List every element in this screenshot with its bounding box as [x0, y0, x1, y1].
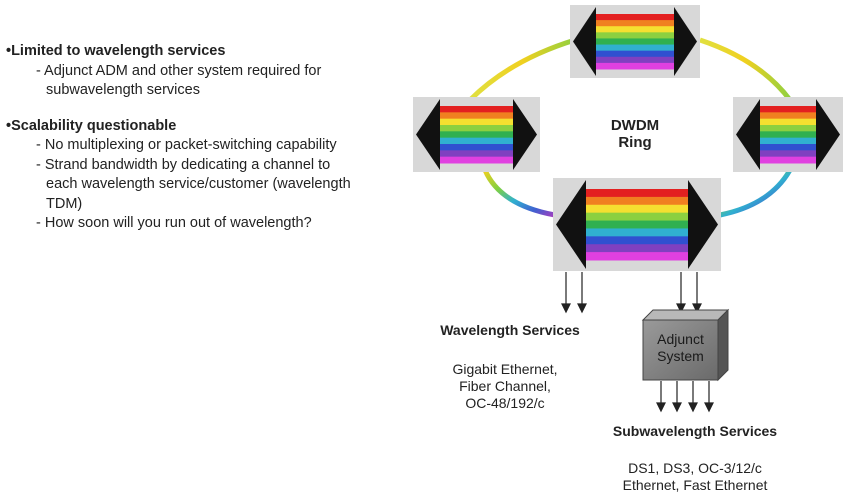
wavelength-stripe	[440, 125, 513, 132]
ring-arc-top-right	[699, 37, 792, 102]
wavelength-stripe	[586, 220, 688, 229]
wdm-node-right	[733, 97, 843, 172]
wavelength-stripe	[596, 50, 674, 58]
wavelength-stripe	[440, 131, 513, 139]
wavelength-stripe	[586, 212, 688, 222]
wavelength-services-list: Gigabit Ethernet, Fiber Channel, OC-48/1…	[440, 361, 570, 412]
wavelength-stripe	[760, 112, 816, 120]
adjunct-label-line: Adjunct	[657, 331, 704, 347]
wavelength-service-item: Gigabit Ethernet,	[452, 361, 558, 377]
bullet-list: Limited to wavelength services - Adjunct…	[6, 42, 351, 250]
wavelength-stripe	[586, 236, 688, 245]
node-right-triangle	[688, 180, 718, 269]
wavelength-stripe	[596, 44, 674, 52]
wavelength-stripe	[586, 228, 688, 237]
wavelength-stripe	[760, 156, 816, 164]
wavelength-stripe	[596, 62, 674, 70]
wavelength-stripe	[596, 20, 674, 27]
wavelength-stripe	[596, 56, 674, 64]
ring-arc-bottom-right	[719, 168, 793, 218]
node-right-triangle	[674, 7, 697, 76]
adjunct-input-arrows	[676, 272, 702, 314]
bullet-heading: Scalability questionable	[6, 117, 351, 137]
wavelength-stripe	[440, 112, 513, 120]
bullet-heading: Limited to wavelength services	[6, 42, 351, 62]
wdm-node-left	[413, 97, 540, 172]
wavelength-stripe	[440, 156, 513, 164]
node-left-triangle	[573, 7, 596, 76]
wdm-node-bottom	[553, 178, 721, 271]
bullet-sub-item: - Strand bandwidth by dedicating a chann…	[36, 156, 351, 212]
wavelength-stripe	[596, 32, 674, 39]
bullet-group-scalability: Scalability questionable - No multiplexi…	[6, 117, 351, 234]
wavelength-stripe	[760, 125, 816, 132]
wavelength-stripe	[760, 131, 816, 139]
subwavelength-services-list: DS1, DS3, OC-3/12/c Ethernet, Fast Ether…	[595, 460, 795, 494]
ring-arc-top-left	[468, 37, 576, 102]
subwavelength-services-title: Subwavelength Services	[612, 423, 778, 439]
subwavelength-service-item: Ethernet, Fast Ethernet	[622, 477, 768, 493]
wavelength-stripe	[440, 137, 513, 145]
ring-label-line: Ring	[618, 134, 652, 151]
wavelength-stripe	[586, 204, 688, 214]
wavelength-service-item: Fiber Channel,	[459, 378, 551, 394]
ring-arc-bottom-left	[482, 168, 556, 218]
subwavelength-service-item: DS1, DS3, OC-3/12/c	[628, 460, 762, 476]
adjunct-label-line: System	[657, 348, 704, 364]
node-left-triangle	[736, 99, 760, 170]
wavelength-service-item: OC-48/192/c	[465, 395, 545, 411]
wavelength-stripe	[440, 144, 513, 151]
wavelength-stripe	[596, 26, 674, 33]
node-left-triangle	[556, 180, 586, 269]
wavelength-stripe	[760, 144, 816, 151]
wavelength-stripe	[596, 38, 674, 46]
bullet-sub-item: - How soon will you run out of wavelengt…	[36, 215, 312, 231]
adjunct-system-box	[641, 308, 730, 382]
wavelength-stripe	[440, 106, 513, 113]
wavelength-stripe	[760, 118, 816, 126]
wavelength-stripe	[760, 150, 816, 158]
wavelength-services-title: Wavelength Services	[440, 322, 580, 338]
ring-label-line: DWDM	[610, 117, 660, 134]
dwdm-ring-label: DWDM Ring	[600, 117, 670, 151]
bullet-sub-item: - Adjunct ADM and other system required …	[36, 62, 322, 99]
wavelength-output-arrows	[561, 272, 587, 314]
wavelength-stripe	[586, 252, 688, 261]
node-right-triangle	[816, 99, 840, 170]
wavelength-stripe	[760, 137, 816, 145]
ring-arcs	[468, 37, 793, 218]
node-left-triangle	[416, 99, 440, 170]
wavelength-stripe	[586, 244, 688, 253]
wdm-node-top	[570, 5, 700, 78]
bullet-group-wavelength-services: Limited to wavelength services - Adjunct…	[6, 42, 351, 101]
node-right-triangle	[513, 99, 537, 170]
wavelength-stripe	[596, 14, 674, 21]
wavelength-stripe	[586, 189, 688, 198]
bullet-sub-item: - No multiplexing or packet-switching ca…	[36, 137, 337, 153]
adjunct-system-label: Adjunct System	[643, 331, 718, 365]
wavelength-stripe	[760, 106, 816, 113]
wavelength-stripe	[440, 118, 513, 126]
wavelength-stripe	[586, 196, 688, 206]
subwavelength-output-arrows	[656, 381, 714, 413]
wavelength-stripe	[440, 150, 513, 158]
